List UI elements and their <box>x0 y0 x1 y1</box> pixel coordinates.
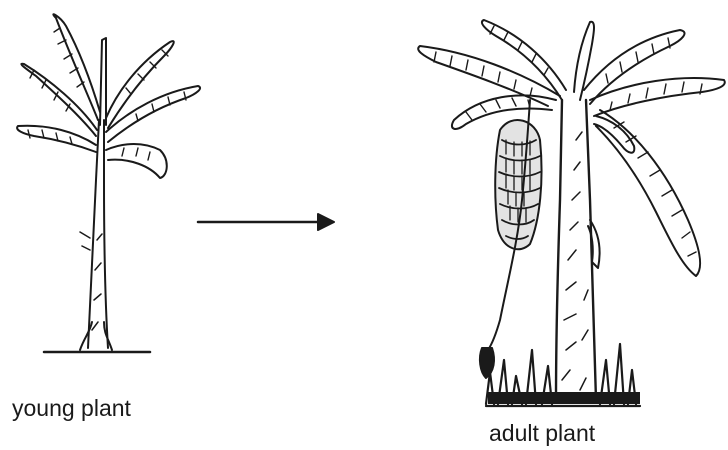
young-stem <box>88 120 108 348</box>
young-leaf-lower-right-veins <box>122 148 150 160</box>
arrow-head <box>318 214 334 230</box>
young-leaf-right <box>106 86 200 142</box>
young-leaf-upper-left <box>53 14 100 120</box>
young-leaf-lower-left <box>17 126 96 152</box>
young-plant-label: young plant <box>12 395 131 422</box>
adult-leaf-left-droop <box>452 95 556 129</box>
adult-leaf-right-hanging-veins <box>614 122 696 256</box>
adult-leaf-top-right <box>584 30 685 104</box>
growth-arrow <box>198 214 334 230</box>
adult-trunk-texture <box>562 132 588 390</box>
adult-grass-fill <box>488 392 640 404</box>
young-leaf-upper-right <box>106 41 174 128</box>
adult-plant-drawing <box>418 20 725 406</box>
adult-plant-label: adult plant <box>489 420 595 447</box>
adult-flower-bud <box>480 348 494 378</box>
young-leaf-lower-right <box>106 144 167 178</box>
young-leaf-upper-right-veins <box>126 50 168 94</box>
adult-leaf-top-left <box>482 20 566 100</box>
young-plant-drawing <box>17 14 200 352</box>
adult-leaf-top <box>574 22 594 100</box>
